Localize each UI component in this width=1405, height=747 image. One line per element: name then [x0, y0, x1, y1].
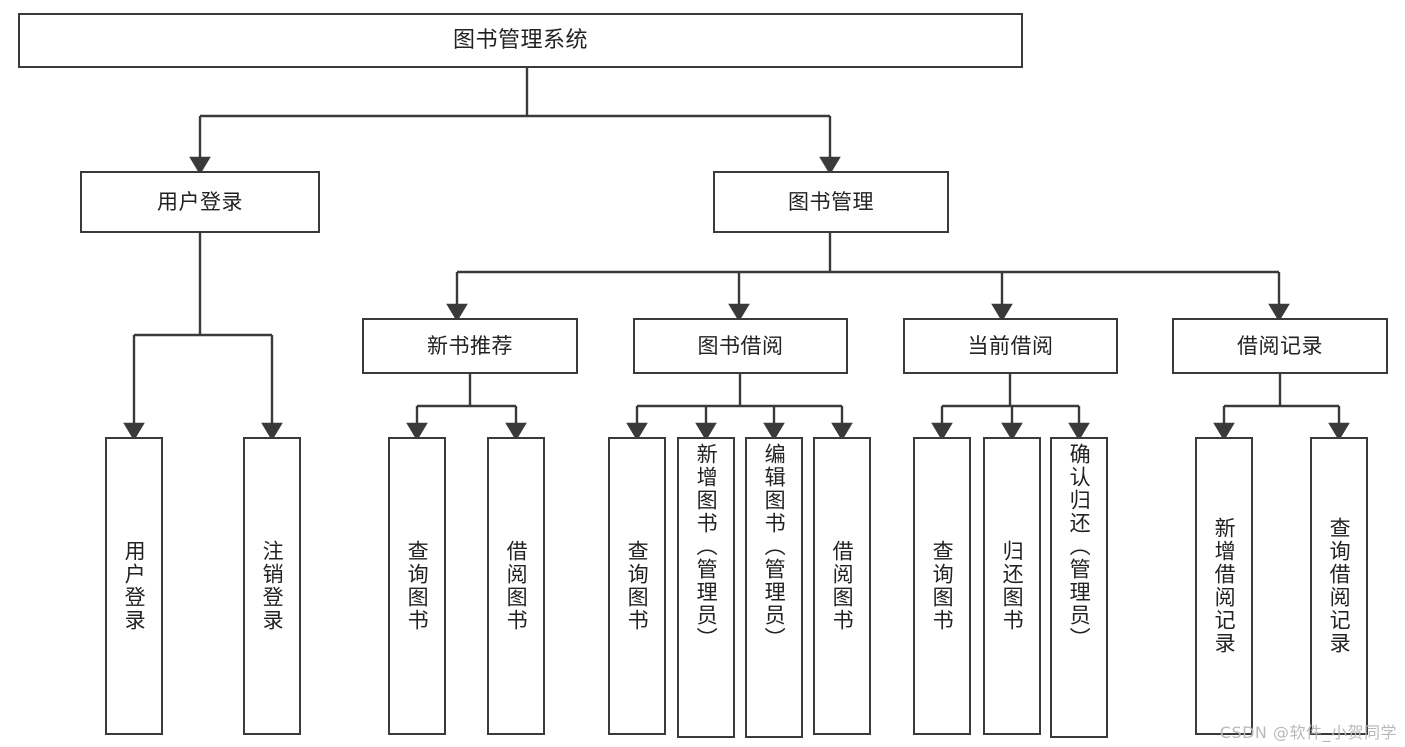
node-leaf-confirm-return-admin[interactable]: 确认归还（管理员）: [1050, 437, 1108, 738]
csdn-watermark: CSDN @软件_小贺同学: [1219, 723, 1397, 742]
node-leaf-borrow-book-recommend[interactable]: 借阅图书: [487, 437, 545, 735]
node-user-login-label: 用户登录: [157, 189, 243, 214]
node-leaf-query-book-current[interactable]: 查询图书: [913, 437, 971, 735]
node-leaf-user-login[interactable]: 用户登录: [105, 437, 163, 735]
node-leaf-add-borrow-record[interactable]: 新增借阅记录: [1195, 437, 1253, 735]
node-leaf-query-borrow-record[interactable]: 查询借阅记录: [1310, 437, 1368, 735]
node-leaf-return-book-label: 归还图书: [1000, 540, 1025, 632]
node-leaf-user-login-label: 用户登录: [122, 540, 147, 632]
node-leaf-user-logout[interactable]: 注销登录: [243, 437, 301, 735]
node-leaf-add-book-admin[interactable]: 新增图书（管理员）: [677, 437, 735, 738]
node-leaf-query-book-recommend[interactable]: 查询图书: [388, 437, 446, 735]
node-user-login[interactable]: 用户登录: [80, 171, 320, 233]
node-root-label: 图书管理系统: [452, 27, 588, 53]
node-borrow-record-label: 借阅记录: [1237, 333, 1323, 358]
node-leaf-borrow-book-borrow[interactable]: 借阅图书: [813, 437, 871, 735]
node-leaf-borrow-book-recommend-label: 借阅图书: [504, 540, 529, 632]
node-leaf-query-book-recommend-label: 查询图书: [405, 540, 430, 632]
node-borrow-record[interactable]: 借阅记录: [1172, 318, 1388, 374]
node-root[interactable]: 图书管理系统: [18, 13, 1023, 68]
node-leaf-confirm-return-admin-label: 确认归还（管理员）: [1067, 443, 1092, 650]
node-leaf-query-book-borrow-label: 查询图书: [625, 540, 650, 632]
node-current-borrow-label: 当前借阅: [967, 333, 1054, 358]
node-current-borrow[interactable]: 当前借阅: [903, 318, 1118, 374]
node-leaf-query-borrow-record-label: 查询借阅记录: [1327, 517, 1352, 655]
node-book-manage-label: 图书管理: [788, 189, 874, 214]
node-leaf-return-book[interactable]: 归还图书: [983, 437, 1041, 735]
node-leaf-add-book-admin-label: 新增图书（管理员）: [694, 443, 719, 650]
node-book-borrow[interactable]: 图书借阅: [633, 318, 848, 374]
node-leaf-query-book-current-label: 查询图书: [930, 540, 955, 632]
node-leaf-add-borrow-record-label: 新增借阅记录: [1212, 517, 1237, 655]
node-leaf-edit-book-admin[interactable]: 编辑图书（管理员）: [745, 437, 803, 738]
node-book-manage[interactable]: 图书管理: [713, 171, 949, 233]
node-new-book-recommend-label: 新书推荐: [427, 333, 513, 358]
node-book-borrow-label: 图书借阅: [697, 333, 784, 358]
node-leaf-borrow-book-borrow-label: 借阅图书: [830, 540, 855, 632]
node-new-book-recommend[interactable]: 新书推荐: [362, 318, 578, 374]
node-leaf-query-book-borrow[interactable]: 查询图书: [608, 437, 666, 735]
node-leaf-edit-book-admin-label: 编辑图书（管理员）: [762, 443, 787, 650]
node-leaf-user-logout-label: 注销登录: [260, 540, 285, 632]
